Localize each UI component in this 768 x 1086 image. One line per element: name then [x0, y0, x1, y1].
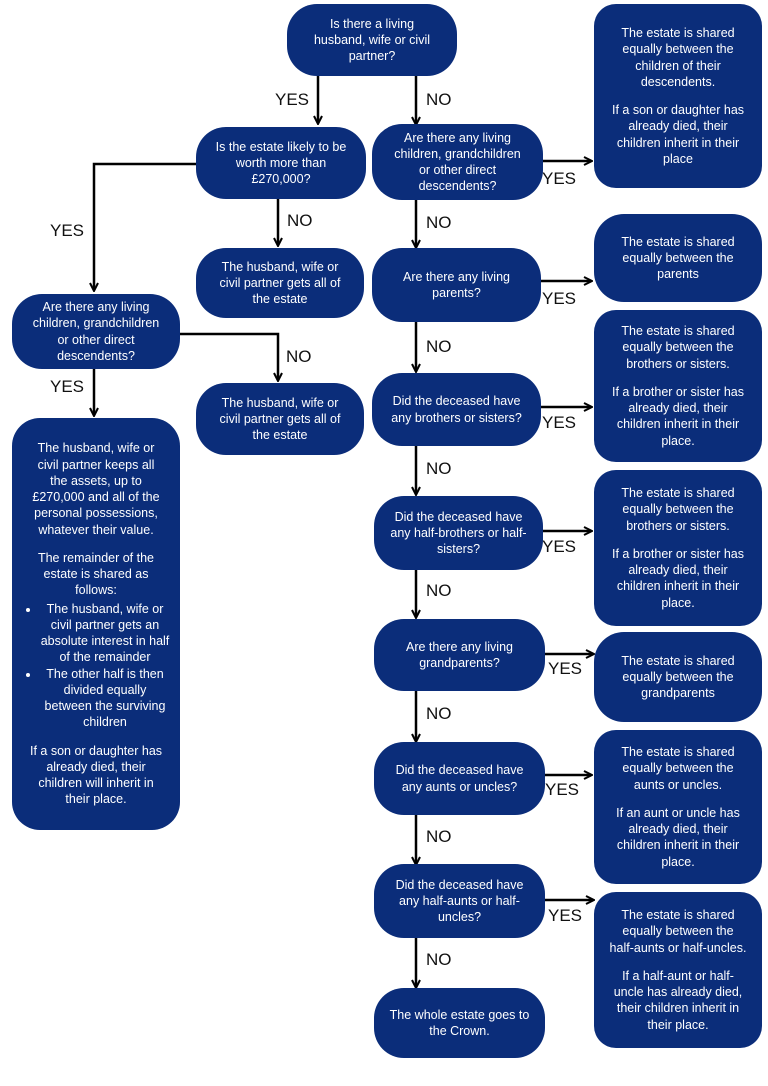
outcome-parents: The estate is shared equally between the… [594, 214, 762, 302]
label-no-parents: NO [426, 337, 452, 356]
outcome-half-siblings: The estate is shared equally between the… [594, 470, 762, 626]
outcome-crown: The whole estate goes to the Crown. [374, 988, 545, 1058]
label-yes-half-siblings: YES [542, 537, 577, 556]
outcome-spouse-all-2: The husband, wife or civil partner gets … [196, 383, 364, 455]
label-no-half-siblings: NO [426, 581, 452, 600]
outcome-aunts: The estate is shared equally between the… [594, 730, 762, 884]
question-estate-value: Is the estate likely to be worth more th… [196, 127, 366, 199]
question-half-aunts: Did the deceased have any half-aunts or … [374, 864, 545, 938]
question-half-siblings: Did the deceased have any half-brothers … [374, 496, 543, 570]
outcome-half-aunts: The estate is shared equally between the… [594, 892, 762, 1048]
label-no-children-left: NO [286, 347, 312, 366]
label-no-half-aunts: NO [426, 950, 452, 969]
question-spouse: Is there a living husband, wife or civil… [287, 4, 457, 76]
label-no-children-right: NO [426, 213, 452, 232]
question-children-left: Are there any living children, grandchil… [12, 294, 180, 369]
label-no-estate: NO [287, 211, 313, 230]
label-yes-half-aunts: YES [548, 906, 583, 925]
arrow-estate-yes [94, 162, 196, 290]
label-no-spouse: NO [426, 90, 452, 109]
label-yes-children-right: YES [542, 169, 577, 188]
outcome-spouse-all-1: The husband, wife or civil partner gets … [196, 248, 364, 318]
question-aunts: Did the deceased have any aunts or uncle… [374, 742, 545, 815]
label-no-aunts: NO [426, 827, 452, 846]
question-children-right: Are there any living children, grandchil… [372, 124, 543, 200]
question-parents: Are there any living parents? [372, 248, 541, 322]
label-yes-parents: YES [542, 289, 577, 308]
question-grandparents: Are there any living grandparents? [374, 619, 545, 691]
label-yes-siblings: YES [542, 413, 577, 432]
arrow-children-left-no [180, 332, 278, 380]
outcome-grandparents: The estate is shared equally between the… [594, 632, 762, 722]
outcome-children: The estate is shared equally between the… [594, 4, 762, 188]
label-yes-aunts: YES [545, 780, 580, 799]
label-no-grandparents: NO [426, 704, 452, 723]
split-bullet-item: The husband, wife or civil partner gets … [40, 601, 170, 666]
label-yes-spouse: YES [275, 90, 310, 109]
label-no-siblings: NO [426, 459, 452, 478]
split-bullet-item: The other half is then divided equally b… [40, 666, 170, 731]
outcome-spouse-split: The husband, wife or civil partner keeps… [12, 418, 180, 830]
label-yes-children-left: YES [50, 377, 85, 396]
split-bullet-list: The husband, wife or civil partner gets … [22, 601, 170, 731]
question-siblings: Did the deceased have any brothers or si… [372, 373, 541, 446]
label-yes-estate: YES [50, 221, 85, 240]
outcome-siblings: The estate is shared equally between the… [594, 310, 762, 462]
label-yes-grandparents: YES [548, 659, 583, 678]
